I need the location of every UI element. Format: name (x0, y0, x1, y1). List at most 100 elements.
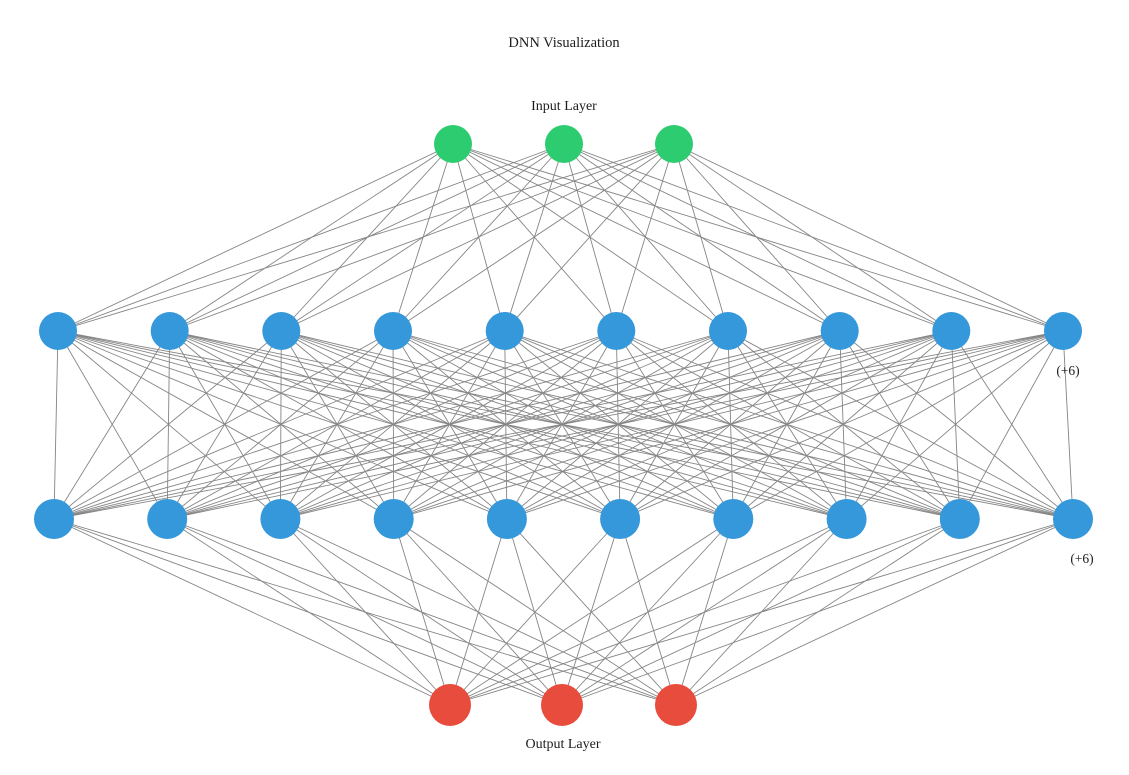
hidden-node-9 (932, 312, 971, 350)
edge (53, 330, 282, 520)
edge (449, 518, 508, 706)
edge (563, 143, 729, 332)
edge (675, 518, 1074, 706)
edge (1062, 330, 1074, 520)
edge (57, 330, 168, 520)
edge (616, 330, 1074, 520)
hidden-node-3 (262, 312, 301, 350)
edge (616, 330, 961, 520)
hidden-node-4 (374, 312, 412, 350)
hidden-node-7 (713, 499, 754, 539)
edge (616, 330, 847, 520)
edge (281, 143, 675, 332)
edge (57, 143, 454, 332)
edge (561, 518, 1074, 706)
edge (727, 330, 1074, 520)
edge (57, 330, 281, 520)
edge (846, 330, 1064, 520)
edge (392, 330, 734, 520)
edge (449, 518, 847, 706)
hidden-node-8 (826, 499, 867, 539)
edge (53, 330, 952, 520)
edge (53, 330, 840, 520)
input-node-3 (655, 125, 693, 163)
edge (53, 330, 617, 520)
output-node-3 (655, 684, 697, 726)
edge (504, 330, 621, 520)
edge (959, 330, 1064, 520)
edge (673, 143, 729, 332)
input-node-1 (434, 125, 472, 163)
label-layer: DNN Visualization Input Layer (+6) (+6) … (508, 35, 1093, 752)
edge (673, 143, 952, 332)
output-node-1 (429, 684, 471, 726)
edge (393, 518, 451, 706)
edge (615, 330, 734, 520)
edge (57, 330, 394, 520)
hidden1-overflow-label: (+6) (1056, 363, 1079, 378)
edge (393, 518, 563, 706)
edge (57, 143, 565, 332)
edge (504, 330, 734, 520)
edge (619, 330, 1064, 520)
edge (169, 330, 394, 520)
hidden-node-6 (597, 312, 636, 350)
hidden-node-5 (486, 499, 527, 539)
hidden2-overflow-label: (+6) (1070, 551, 1093, 566)
edge (392, 330, 847, 520)
hidden-node-10 (1053, 499, 1093, 539)
edge (839, 330, 1074, 520)
edge (53, 330, 1064, 520)
output-node-2 (541, 684, 583, 726)
output-layer-label: Output Layer (525, 737, 600, 752)
edge (449, 518, 734, 706)
edge (167, 330, 1064, 520)
edge (504, 143, 675, 332)
edge (53, 330, 59, 520)
edge (733, 330, 1064, 520)
edge (53, 330, 171, 520)
edge (281, 330, 734, 520)
edge (392, 143, 675, 332)
hidden-node-7 (709, 312, 747, 350)
edge (280, 330, 1064, 520)
edge (504, 330, 847, 520)
edge (169, 330, 621, 520)
edge (166, 518, 451, 706)
hidden-node-5 (485, 312, 524, 350)
hidden-node-9 (939, 499, 980, 539)
hidden-node-6 (600, 499, 641, 539)
edge (281, 330, 621, 520)
edge (449, 518, 621, 706)
edge (673, 143, 1064, 332)
edge (169, 330, 508, 520)
edge (504, 330, 960, 520)
edge (280, 518, 451, 706)
edge (563, 143, 617, 332)
edge (53, 518, 451, 706)
edge (563, 143, 952, 332)
edge (280, 330, 395, 520)
edge (393, 330, 1064, 520)
edge (280, 518, 563, 706)
edge-layer (53, 143, 1074, 706)
edge (727, 330, 961, 520)
edge (449, 518, 960, 706)
edge (449, 518, 1074, 706)
edge (673, 143, 841, 332)
hidden-node-2 (147, 499, 188, 539)
edge (615, 143, 675, 332)
edge (53, 330, 729, 520)
edge (57, 143, 675, 332)
hidden-node-3 (260, 499, 301, 539)
hidden-node-10 (1044, 312, 1082, 350)
edge (506, 330, 1064, 520)
edge (169, 143, 675, 332)
input-node-2 (545, 125, 583, 163)
edge (504, 143, 565, 332)
node-layer (34, 125, 1093, 726)
edge (53, 330, 505, 520)
hidden-node-8 (820, 312, 859, 350)
